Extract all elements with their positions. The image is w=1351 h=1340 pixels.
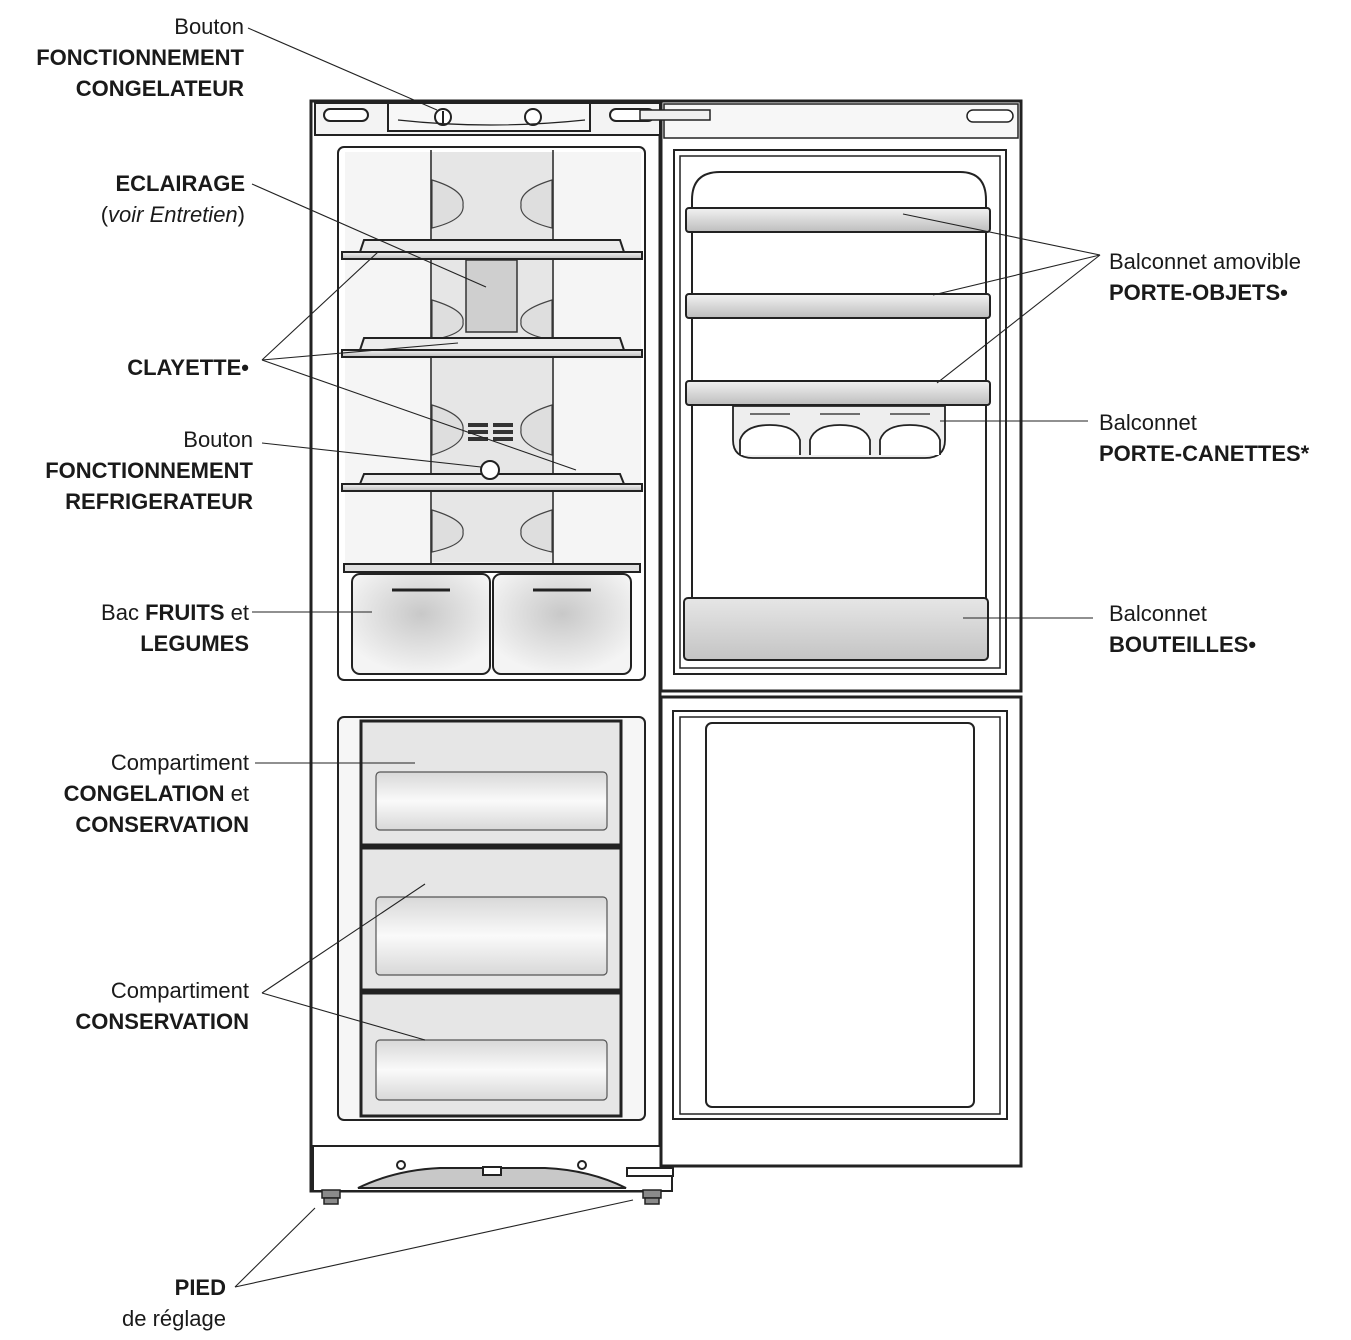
door-racks (685, 207, 991, 406)
back-wall-vents (431, 179, 553, 553)
bottle-rack (683, 597, 989, 661)
shelves (341, 239, 643, 573)
label-door-racks: Balconnet amovible PORTE-OBJETS• (1109, 249, 1302, 305)
vent-grille (468, 423, 513, 441)
label-storage-compartment: Compartiment CONSERVATION (75, 978, 249, 1034)
label-freezer-compartment: Compartiment CONGELATION et CONSERVATION (63, 750, 249, 837)
label-lighting: ECLAIRAGE (voir Entretien) (100, 171, 245, 227)
can-rack (732, 405, 946, 459)
label-foot: PIED de réglage (122, 1275, 226, 1331)
lamp (465, 259, 518, 333)
lower-door (659, 695, 1023, 1168)
control-panel (397, 108, 586, 126)
fridge-thermostat-knob (480, 460, 500, 480)
freezer-drawer-handles (375, 771, 608, 1101)
label-can-rack: Balconnet PORTE-CANETTES* (1099, 410, 1310, 466)
label-fridge-button: Bouton FONCTIONNEMENT REFRIGERATEUR (45, 427, 253, 514)
label-shelf: CLAYETTE• (127, 355, 249, 380)
crisper-drawers (351, 573, 632, 675)
adjustable-feet (321, 1189, 662, 1205)
label-freezer-button: Bouton FONCTIONNEMENT CONGELATEUR (36, 14, 244, 101)
leader-lines (234, 27, 1101, 1288)
label-crisper: Bac FRUITS et LEGUMES (101, 600, 249, 656)
label-bottle-rack: Balconnet BOUTEILLES• (1109, 601, 1257, 657)
